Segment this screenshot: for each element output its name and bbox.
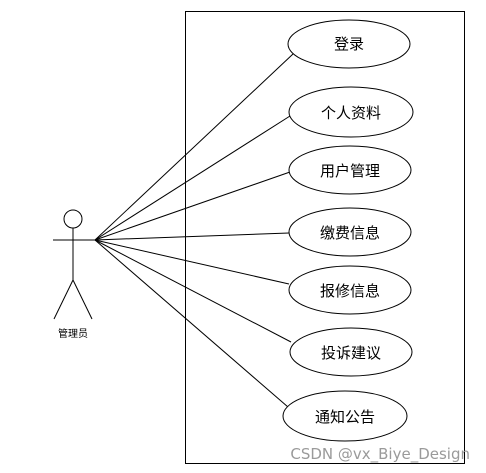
use-case-payment-info: 缴费信息	[288, 207, 412, 257]
associations	[94, 53, 294, 408]
use-case-ellipse	[288, 207, 412, 257]
association-line	[94, 239, 289, 408]
watermark-text: CSDN @vx_Biye_Design	[290, 445, 470, 464]
use-case-label: 通知公告	[315, 408, 375, 426]
association-line	[94, 232, 290, 241]
use-case-repair-info: 报修信息	[288, 265, 412, 315]
use-case-ellipse	[289, 327, 413, 377]
association-line	[94, 171, 291, 241]
use-case-label: 个人资料	[321, 104, 381, 122]
use-case-label: 投诉建议	[321, 344, 381, 362]
association-line	[94, 53, 294, 241]
actor-right-leg	[72, 279, 93, 320]
use-case-label: 缴费信息	[320, 224, 380, 242]
use-case-ellipse	[288, 265, 412, 315]
use-case-ellipse	[287, 19, 411, 69]
use-case-notices: 通知公告	[282, 390, 408, 442]
use-case-profile: 个人资料	[288, 86, 414, 138]
association-line	[94, 115, 291, 241]
use-case-label: 用户管理	[320, 162, 380, 180]
use-case-login: 登录	[287, 19, 411, 69]
use-case-complaints: 投诉建议	[289, 327, 413, 377]
use-case-ellipse	[288, 145, 412, 195]
system-boundary	[185, 11, 465, 464]
use-case-user-management: 用户管理	[288, 145, 412, 195]
actor-left-leg	[53, 279, 74, 320]
use-case-label: 报修信息	[320, 282, 380, 300]
actor-head	[63, 209, 83, 229]
association-line	[94, 239, 292, 343]
actor-administrator	[53, 209, 95, 320]
use-case-ellipse	[282, 390, 408, 442]
use-case-ellipse	[288, 86, 414, 138]
association-line	[94, 239, 290, 285]
use-case-label: 登录	[334, 35, 364, 53]
actor-label: 管理员	[58, 327, 88, 340]
